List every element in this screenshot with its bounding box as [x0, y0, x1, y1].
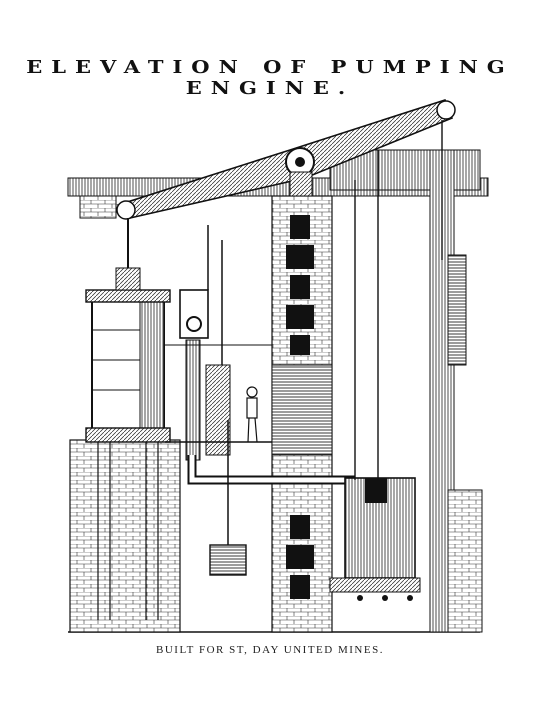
valve-gear [179, 225, 231, 461]
right-foundation [447, 489, 483, 633]
page-title: ELEVATION OF PUMPING ENGINE. [26, 55, 514, 99]
left-beam-bracket [79, 195, 117, 219]
engine-house-wall [271, 195, 333, 633]
pump-rods [354, 120, 443, 480]
engine-beam [116, 99, 456, 220]
caption: BUILT FOR ST, DAY UNITED MINES. [156, 644, 384, 656]
left-foundation [69, 439, 181, 633]
foundation-bolts [97, 442, 159, 620]
cistern [209, 420, 247, 576]
condenser [329, 477, 421, 601]
steam-cylinder [85, 218, 171, 443]
human-figure [246, 386, 258, 443]
